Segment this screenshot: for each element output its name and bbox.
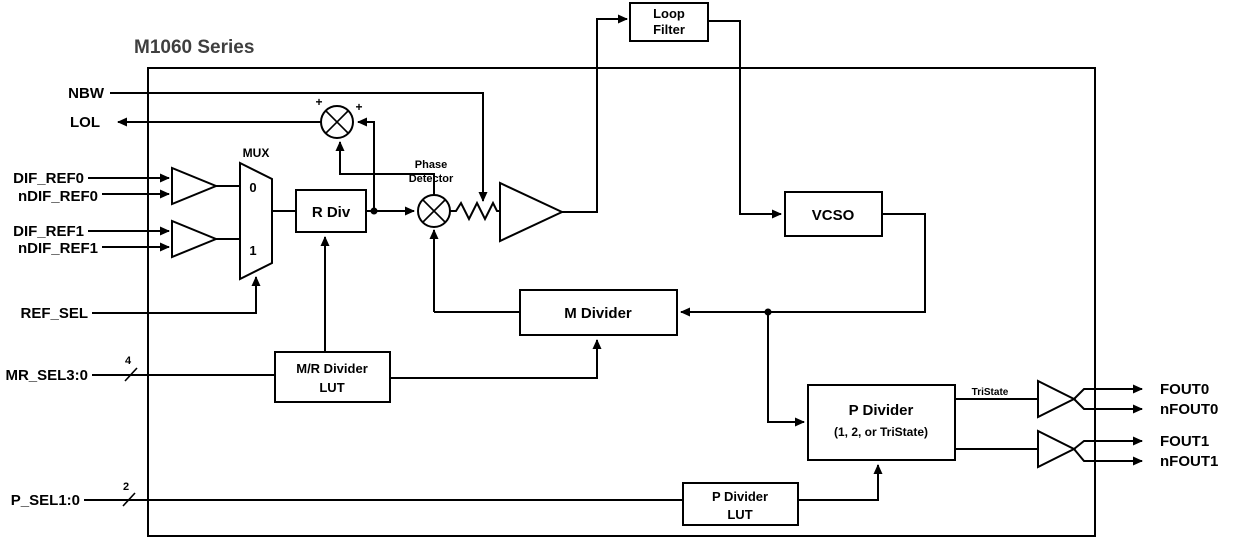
wire-fout1: [1073, 436, 1143, 450]
mux-input1-label: 1: [249, 243, 256, 258]
p-divider-lut-block: P Divider LUT: [682, 482, 799, 526]
vcso-block: VCSO: [784, 191, 883, 237]
mux-block: MUX 0 1: [239, 146, 273, 281]
p-sel-bus-slash: [122, 492, 136, 507]
vcso-box: [784, 191, 883, 237]
p-sel-bus-width: 2: [123, 481, 129, 493]
p-divider-lut-box: [682, 482, 799, 526]
input-buffer0: [171, 166, 219, 206]
resistor-symbol: [450, 200, 500, 222]
p-divider-label-1: P Divider: [849, 402, 914, 419]
output-buffer1: [1037, 429, 1077, 469]
wires: [84, 14, 1143, 501]
diagram-title: M1060 Series: [134, 37, 254, 58]
pin-label-mr-sel: MR_SEL3:0: [5, 367, 88, 384]
phase-detector-label-2: Detector: [409, 173, 454, 185]
mux-label: MUX: [243, 146, 270, 160]
output-buffer0: [1037, 379, 1077, 419]
lol-plus-mark-right: +: [355, 100, 362, 114]
pin-label-ndif-ref0: nDIF_REF0: [18, 188, 98, 205]
r-div-box: [295, 189, 367, 233]
wire-amp-to-loop-filter: [562, 14, 628, 213]
wire-fout0: [1073, 384, 1143, 400]
mr-sel-bus-width: 4: [125, 355, 132, 367]
wire-loop-filter-to-vcso: [708, 20, 782, 219]
input-buffer1: [171, 219, 219, 259]
pin-label-fout0: FOUT0: [1160, 381, 1209, 398]
loop-filter-box: [629, 2, 709, 42]
p-divider-box: [807, 384, 956, 461]
mux-input0-label: 0: [249, 180, 256, 195]
m-divider-block: M Divider: [519, 289, 678, 336]
m-divider-box: [519, 289, 678, 336]
mr-sel-bus-slash: [124, 367, 138, 382]
p-divider-label-2: (1, 2, or TriState): [834, 425, 928, 439]
tristate-annotation: TriState: [972, 387, 1009, 398]
phase-detector: Phase Detector: [409, 159, 454, 228]
mr-divider-lut-box: [274, 351, 391, 403]
p-divider-block: P Divider (1, 2, or TriState): [807, 384, 956, 461]
p-divider-lut-label-1: P Divider: [712, 489, 768, 504]
pin-label-dif-ref0: DIF_REF0: [13, 170, 84, 187]
pin-label-fout1: FOUT1: [1160, 433, 1209, 450]
pin-label-nfout0: nFOUT0: [1160, 401, 1218, 418]
wire-nbw: [110, 92, 488, 202]
pin-label-nbw: NBW: [68, 85, 105, 102]
phase-detector-label-1: Phase: [415, 159, 447, 171]
p-divider-lut-label-2: LUT: [727, 507, 752, 522]
wire-vcso-to-pdivider: [767, 312, 805, 427]
pin-label-p-sel: P_SEL1:0: [11, 492, 80, 509]
vcso-label: VCSO: [812, 207, 855, 224]
m-divider-label: M Divider: [564, 305, 632, 322]
junction-dot-rdiv: [370, 207, 378, 215]
r-div-block: R Div: [295, 189, 367, 233]
pin-label-nfout1: nFOUT1: [1160, 453, 1218, 470]
loop-filter-label-1: Loop: [653, 6, 685, 21]
wire-rdiv-to-lol-detector: [357, 117, 375, 211]
pin-label-lol: LOL: [70, 114, 100, 131]
pin-label-dif-ref1: DIF_REF1: [13, 223, 84, 240]
mr-divider-lut-label-2: LUT: [319, 380, 344, 395]
wire-nfout0: [1073, 398, 1143, 414]
pin-label-ndif-ref1: nDIF_REF1: [18, 240, 98, 257]
lol-detector: + +: [315, 95, 363, 139]
bus-width-marks: 4 2: [122, 355, 138, 507]
wire-nfout1: [1073, 448, 1143, 466]
loop-filter-label-2: Filter: [653, 22, 685, 37]
wire-vcso-to-mdivider: [680, 213, 926, 317]
mux-shape: [239, 161, 273, 281]
pin-labels: NBW LOL DIF_REF0 nDIF_REF0 DIF_REF1 nDIF…: [5, 85, 1218, 509]
mr-divider-lut-block: M/R Divider LUT: [274, 351, 391, 403]
wire-plut-to-pdivider: [798, 464, 883, 501]
pin-label-ref-sel: REF_SEL: [20, 305, 88, 322]
lol-detector-x-icon: [325, 110, 349, 134]
r-div-label: R Div: [312, 204, 351, 221]
loop-amplifier: [499, 181, 565, 243]
loop-filter-block: Loop Filter: [629, 2, 709, 42]
wire-ref-sel: [92, 276, 261, 314]
lol-plus-mark-left: +: [315, 95, 322, 109]
junction-dot-vcso-feed: [764, 308, 772, 316]
mr-divider-lut-label-1: M/R Divider: [296, 361, 368, 376]
phase-detector-x-icon: [422, 199, 446, 223]
wire-mrlut-to-mdivider: [390, 339, 602, 379]
wire-feedback-to-lol-detector: [335, 141, 435, 195]
